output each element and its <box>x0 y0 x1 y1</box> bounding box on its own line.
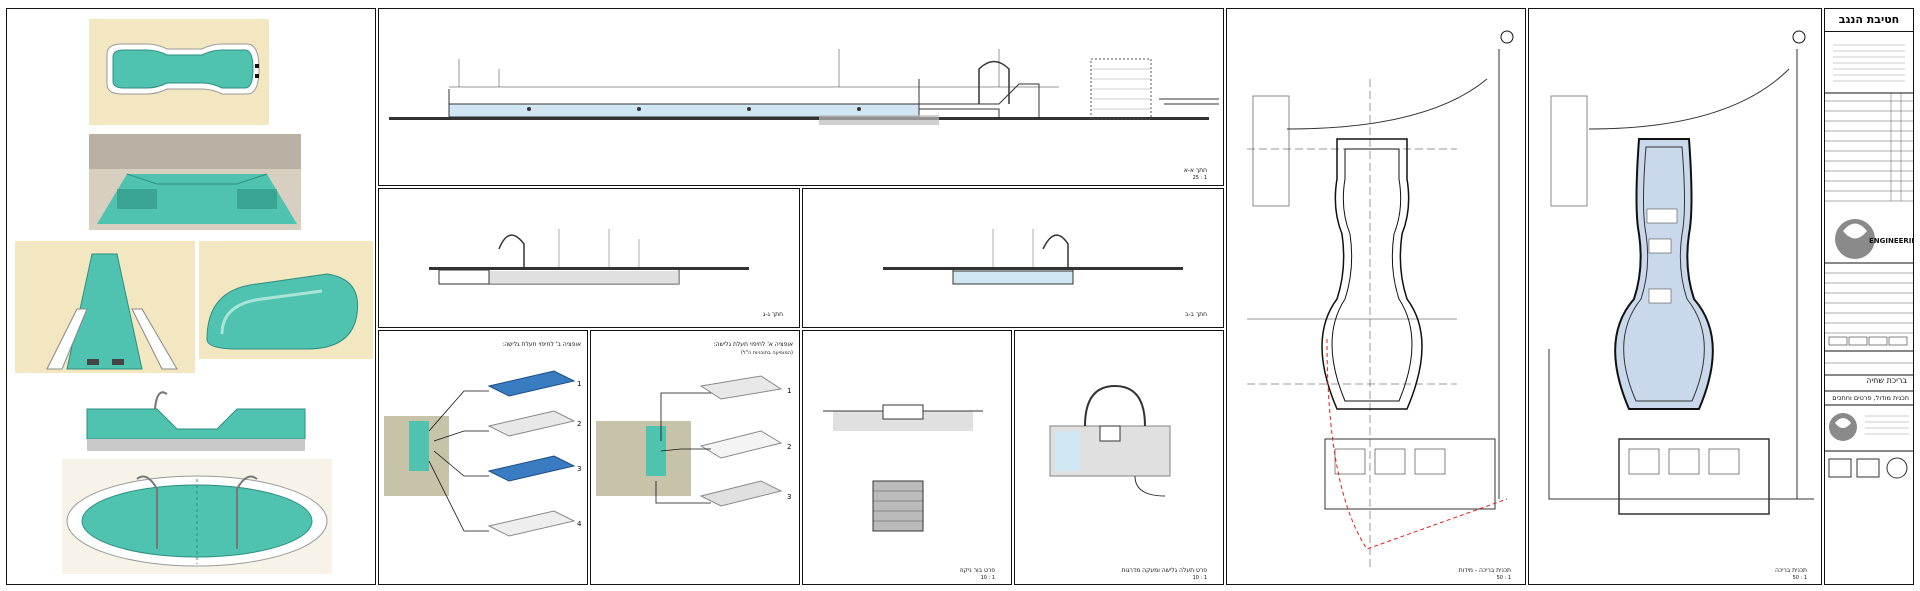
option-a-svg: 1 2 3 <box>596 375 791 507</box>
detail-channel-scale: 1 : 10 <box>1192 575 1207 581</box>
section-cc-svg <box>429 229 749 285</box>
option-b-item-2: 2 <box>577 420 581 428</box>
section-aa-panel: חתך א-א 1 : 25 <box>378 8 1224 186</box>
project-name: בריכת שחיה <box>1866 376 1907 385</box>
section-bb-panel: חתך ב-ב <box>802 188 1224 328</box>
option-b-item-1: 1 <box>577 380 581 388</box>
north-arrow-icon <box>1500 30 1514 44</box>
renders-svg <box>15 19 373 574</box>
title-block-svg: ENGINEERING <box>1825 44 1913 479</box>
render-perspective-1 <box>89 134 301 230</box>
option-a-item-1: 1 <box>787 387 791 395</box>
option-b-svg: 1 2 3 4 <box>384 370 582 537</box>
section-aa-svg <box>389 49 1219 125</box>
section-cc-panel: חתך ג-ג <box>378 188 800 328</box>
detail-grate-panel: פרט בור ניקוז 1 : 10 <box>802 330 1012 585</box>
detail-channel-svg <box>1049 384 1171 497</box>
section-bb-svg <box>883 229 1183 285</box>
detail-channel-panel: פרט תעלה גלישה ומעקה מדרגות 1 : 10 <box>1014 330 1224 585</box>
render-perspective-3 <box>199 241 373 359</box>
detail-grate-svg <box>823 404 983 532</box>
render-top-view <box>89 19 269 125</box>
drawing-title: תכנית מודול, פרטים וחתכים <box>1832 394 1909 402</box>
option-b-item-3: 3 <box>577 465 581 473</box>
option-a-panel: אופציה א' לחיפוי תעלת גלישה: (המופיעה בת… <box>590 330 800 585</box>
certification-badges <box>1828 457 1908 479</box>
option-a-item-3: 3 <box>787 493 791 501</box>
plan-floor-scale: 1 : 50 <box>1792 575 1807 581</box>
plan-floor-title: תכנית בריכה <box>1774 567 1807 574</box>
option-b-panel: אופציה ב' לחיפוי תעלת גלישה: 1 2 3 4 <box>378 330 588 585</box>
section-aa-title: חתך א-א <box>1183 167 1207 174</box>
north-arrow-icon <box>1792 30 1806 44</box>
option-b-item-4: 4 <box>577 520 582 528</box>
plan-arch-panel: תכנית בריכה - מידות 1 : 50 <box>1226 8 1526 585</box>
section-bb-title: חתך ב-ב <box>1184 311 1207 318</box>
section-cc-title: חתך ג-ג <box>762 311 783 318</box>
option-a-subtitle: (המופיעה בתוכניות ה"ל) <box>740 350 793 356</box>
plan-floor-panel: תכנית בריכה 1 : 50 <box>1528 8 1822 585</box>
section-aa-scale: 1 : 25 <box>1192 175 1207 181</box>
render-perspective-2 <box>15 241 195 373</box>
footer-logo-icon <box>1829 413 1857 441</box>
render-section-view <box>85 391 307 451</box>
detail-grate-title: פרט בור ניקוז <box>959 567 995 574</box>
plan-arch-title: תכנית בריכה - מידות <box>1458 567 1511 574</box>
detail-channel-title: פרט תעלה גלישה ומעקה מדרגות <box>1121 567 1207 574</box>
plan-arch-scale: 1 : 50 <box>1496 575 1511 581</box>
company-logo-icon <box>1835 219 1875 259</box>
logo-word: ENGINEERING <box>1869 237 1913 245</box>
company-header: חטיבת הנגב <box>1825 9 1913 32</box>
renders-panel <box>6 8 376 585</box>
option-a-item-2: 2 <box>787 443 791 451</box>
title-block: חטיבת הנגב ENGINEERING <box>1824 8 1914 585</box>
plan-arch-svg <box>1247 30 1514 569</box>
plan-floor-svg <box>1548 30 1814 515</box>
detail-grate-scale: 1 : 10 <box>980 575 995 581</box>
option-b-title: אופציה ב' לחיפוי תעלת גלישה: <box>502 341 581 348</box>
option-a-title: אופציה א' לחיפוי תעלת גלישה: <box>713 341 793 348</box>
render-overview <box>62 459 332 574</box>
